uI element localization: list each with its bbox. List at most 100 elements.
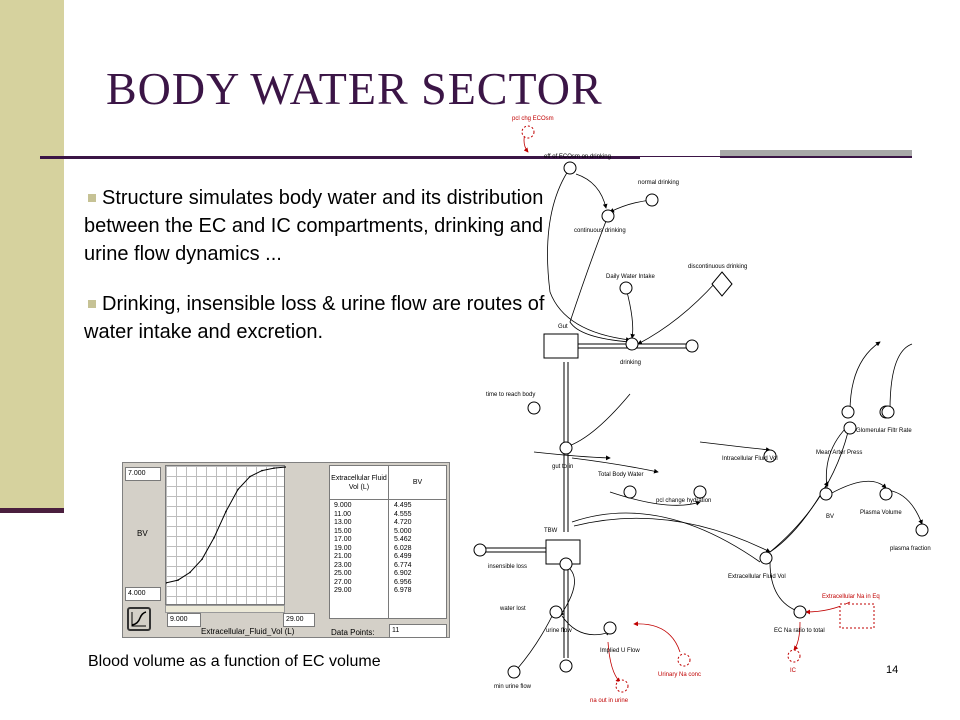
label-plasma-fraction: plasma fraction (890, 546, 931, 552)
bullet-item: Drinking, insensible loss & urine flow a… (84, 290, 554, 346)
label-mean-arter-press: Mean Arter Press (816, 450, 862, 456)
figure-caption: Blood volume as a function of EC volume (88, 653, 381, 670)
graph-dialog-screenshot: 7.000 BV 4.000 9.000 29.00 Extracellular… (122, 462, 450, 638)
table-input-cell: 17.00 (334, 536, 352, 543)
bv-curve-point (225, 510, 227, 513)
table-header-output: BV (389, 466, 446, 500)
label-water-lost: water lost (499, 606, 526, 612)
flow-pipes (486, 343, 686, 658)
bullet-item: Structure simulates body water and its d… (84, 184, 554, 268)
bv-curve-point (273, 467, 275, 469)
bullet-text: Drinking, insensible loss & urine flow a… (84, 293, 545, 343)
table-output-cell: 6.499 (394, 553, 412, 560)
bv-curve-point (201, 558, 203, 561)
graph-curve-icon (127, 607, 151, 631)
label-na-out-in-urine: na out in urine (590, 698, 629, 704)
bv-curve-point (261, 469, 263, 472)
data-points-label: Data Points: (331, 628, 375, 637)
bullet-square-icon (88, 193, 96, 202)
left-decorative-band (0, 0, 64, 512)
label-intracellular-fluid-vol: Intracellular Fluid Vol (722, 456, 778, 462)
label-time-to-reach-body: time to reach body (486, 392, 535, 398)
bv-curve-point (213, 537, 215, 539)
graph-plot-area (165, 465, 286, 605)
y-min-field: 4.000 (125, 587, 161, 601)
graph-scrollbar (165, 605, 285, 613)
converter-nodes (473, 161, 929, 679)
table-output-cell: 6.028 (394, 544, 412, 552)
x-max-field: 29.00 (283, 613, 315, 627)
bv-curve-point (285, 466, 286, 468)
table-input-cell: 9.000 (334, 502, 352, 509)
table-output-cell: 4.495 (394, 502, 412, 509)
label-extracellular-fluid-vol: Extracellular Fluid Vol (728, 574, 786, 580)
label-urine-flow: urine flow (546, 628, 572, 634)
slide-title: BODY WATER SECTOR (106, 63, 603, 114)
bv-curve-point (237, 488, 239, 491)
label-implied-u-flow: Implied U Flow (600, 648, 640, 654)
bv-curve-point (177, 579, 179, 581)
label-eff-ecosm: eff of ECOsm on drinking (544, 154, 611, 160)
bullet-text: Structure simulates body water and its d… (84, 187, 544, 265)
bullet-list: Structure simulates body water and its d… (84, 184, 554, 346)
y-axis-label: BV (137, 529, 148, 538)
label-pcl-change-hydration: pcl change hydration (656, 498, 711, 504)
stock-gut (543, 333, 579, 359)
label-glomerular-filtr-rate: Glomerular Filtr Rate (856, 428, 912, 434)
red-connector-links (523, 125, 851, 683)
table-input-cell: 27.00 (334, 578, 352, 586)
label-gut-to-in: gut to in (552, 464, 573, 470)
label-daily-water-intake: Daily Water Intake (606, 274, 655, 280)
table-column-divider (388, 466, 389, 618)
label-tbw: TBW (544, 528, 558, 534)
bv-curve-line (166, 466, 286, 584)
left-band-edge (0, 508, 64, 513)
label-bv: BV (826, 514, 834, 520)
table-output-cell: 5.462 (394, 536, 412, 543)
discontinuous-drinking-shape (711, 271, 733, 297)
table-output-cell: 6.902 (394, 570, 412, 577)
bv-curve-point (166, 582, 167, 584)
table-output-cell: 6.978 (394, 587, 412, 594)
label-insensible-loss: insensible loss (488, 564, 527, 570)
title-underline-gray-bar (720, 150, 912, 157)
stock-flow-diagram: pcl chg ECOsm eff of ECOsm on drinking n… (473, 116, 931, 704)
label-normal-drinking: normal drinking (638, 180, 679, 186)
table-output-cell: 5.000 (394, 527, 412, 535)
y-max-field: 7.000 (125, 467, 161, 481)
x-min-field: 9.000 (167, 613, 201, 627)
table-output-cell: 4.555 (394, 510, 412, 518)
label-extracellular-na: Extracellular Na in Eq (822, 594, 880, 600)
data-points-field: 11 (389, 624, 447, 638)
x-axis-label: Extracellular_Fluid_Vol (L) (201, 627, 295, 636)
label-ec-na-ratio: EC Na ratio to total (774, 628, 825, 634)
bullet-square-icon (88, 299, 96, 308)
label-drinking: drinking (620, 360, 641, 366)
table-output-cell: 6.956 (394, 578, 412, 586)
table-output-cell: 6.774 (394, 561, 412, 569)
connector-links (517, 167, 923, 669)
table-input-cell: 19.00 (334, 544, 352, 552)
table-header-input: Extracellular Fluid Vol (L) (330, 466, 388, 500)
table-input-cell: 25.00 (334, 570, 352, 577)
table-input-cell: 15.00 (334, 527, 352, 535)
bv-curve-point (249, 475, 251, 478)
bv-curve-point (189, 571, 191, 574)
table-input-cell: 29.00 (334, 587, 352, 594)
table-input-cell: 23.00 (334, 561, 352, 569)
label-total-body-water: Total Body Water (598, 472, 643, 478)
label-plasma-volume: Plasma Volume (860, 510, 902, 516)
label-min-urine-flow: min urine flow (494, 684, 532, 690)
title-underline (40, 156, 640, 159)
label-ic: IC (790, 668, 797, 674)
red-converter-nodes (521, 125, 801, 693)
label-continuous-drinking: continuous drinking (574, 228, 626, 234)
label-urinary-na-conc: Urinary Na conc (658, 672, 701, 678)
title-underline-thin (636, 156, 720, 157)
table-input-cell: 13.00 (334, 519, 352, 526)
table-input-cell: 11.00 (334, 510, 351, 518)
label-discontinuous-drinking: discontinuous drinking (688, 264, 747, 270)
